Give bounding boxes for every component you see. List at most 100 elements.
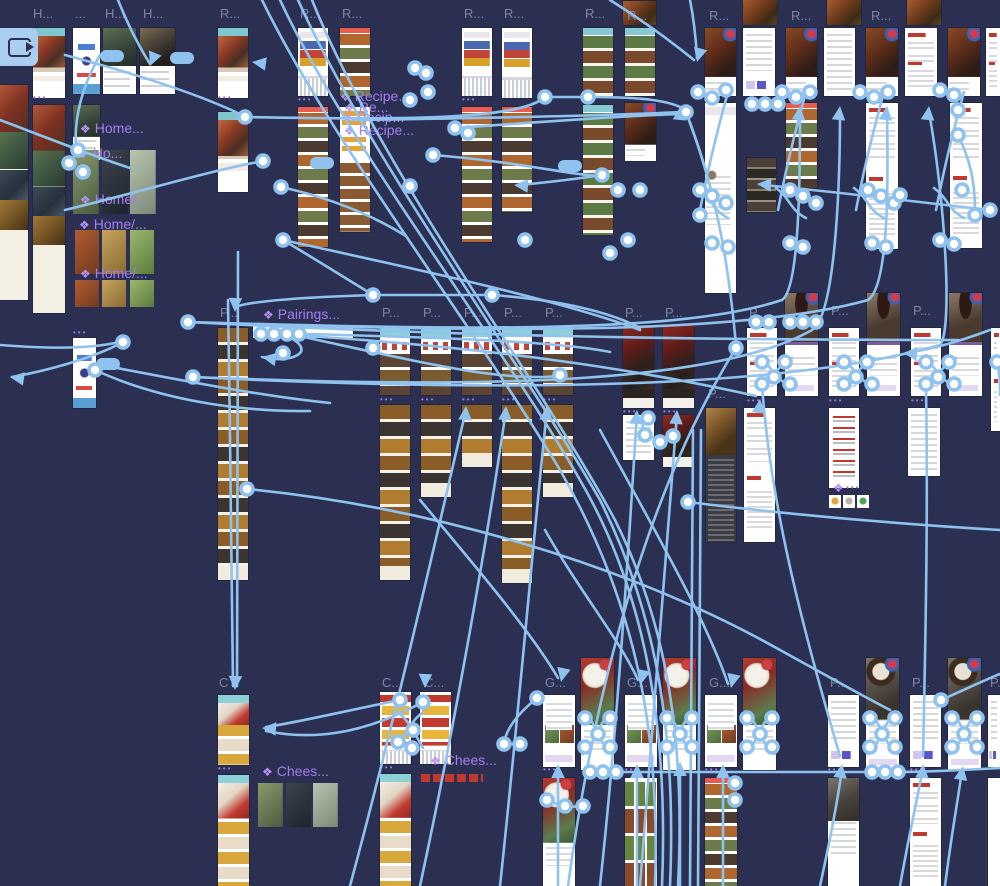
- frame-name-label[interactable]: R...: [709, 8, 730, 23]
- connection-node[interactable]: [610, 182, 626, 198]
- prototype-frame-cheesefeed[interactable]: [380, 774, 411, 886]
- flow-start-label[interactable]: ❖Ho...: [78, 145, 122, 161]
- frame-name-label[interactable]: P...: [912, 675, 930, 690]
- connection-node[interactable]: [115, 334, 131, 350]
- prototype-frame-feedtall[interactable]: [33, 105, 65, 313]
- connection-node[interactable]: [620, 232, 636, 248]
- prototype-frame-collage3b[interactable]: [75, 230, 154, 274]
- prototype-frame-textred[interactable]: [986, 28, 1000, 96]
- connection-node[interactable]: [365, 340, 381, 356]
- connection-node[interactable]: [447, 120, 463, 136]
- prototype-frame-listtall[interactable]: [380, 405, 410, 580]
- flow-start-marker[interactable]: [0, 28, 38, 66]
- prototype-frame-home[interactable]: [218, 112, 248, 192]
- prototype-frame-textbtn[interactable]: [828, 695, 859, 767]
- frame-name-label[interactable]: P...: [423, 305, 441, 320]
- connection-node[interactable]: [757, 96, 773, 112]
- frame-name-label[interactable]: R...: [464, 6, 485, 21]
- connection-node[interactable]: [728, 340, 744, 356]
- prototype-frame-photo[interactable]: [743, 0, 777, 25]
- frame-name-label[interactable]: H...: [143, 6, 164, 21]
- prototype-frame-textgray[interactable]: [623, 415, 654, 460]
- connection-node[interactable]: [782, 235, 798, 251]
- frame-name-label[interactable]: P...: [545, 305, 563, 320]
- prototype-frame-textred[interactable]: [744, 408, 775, 542]
- prototype-frame-pairhome[interactable]: [543, 328, 573, 395]
- connection-node[interactable]: [795, 239, 811, 255]
- frame-name-label[interactable]: P...: [665, 305, 683, 320]
- connection-node[interactable]: [529, 690, 545, 706]
- frame-name-label[interactable]: P...: [464, 305, 482, 320]
- connection-node[interactable]: [275, 232, 291, 248]
- prototype-frame-textred[interactable]: [747, 328, 777, 396]
- prototype-frame-listtall[interactable]: [543, 405, 573, 497]
- connection-node[interactable]: [407, 60, 423, 76]
- connection-node[interactable]: [602, 245, 618, 261]
- prototype-frame-pairhome[interactable]: [462, 328, 492, 395]
- prototype-frame-mozztext[interactable]: [543, 695, 575, 767]
- prototype-frame-listwhite[interactable]: [462, 107, 492, 242]
- connection-node[interactable]: [255, 153, 271, 169]
- prototype-frame-home[interactable]: [218, 28, 248, 98]
- frame-name-label[interactable]: R...: [300, 6, 321, 21]
- prototype-frame-mozzhero[interactable]: [581, 658, 614, 770]
- prototype-frame-teadark[interactable]: [623, 325, 654, 408]
- connection-node[interactable]: [180, 314, 196, 330]
- prototype-frame-chipsrow[interactable]: [421, 774, 483, 782]
- prototype-frame-textbtn[interactable]: [988, 695, 1000, 767]
- prototype-frame-home[interactable]: [33, 28, 65, 98]
- connection-node[interactable]: [185, 369, 201, 385]
- prototype-frame-listwhite[interactable]: [705, 778, 737, 886]
- flow-start-label[interactable]: ❖: [833, 479, 848, 495]
- frame-name-label[interactable]: P...: [830, 675, 848, 690]
- frame-name-label[interactable]: P...: [913, 303, 931, 318]
- prototype-frame-listwhite[interactable]: [298, 107, 328, 247]
- connection-node[interactable]: [418, 65, 434, 81]
- prototype-frame-mozzhero[interactable]: [543, 778, 575, 886]
- connection-node[interactable]: [402, 178, 418, 194]
- frame-name-label[interactable]: P...: [708, 386, 726, 401]
- prototype-frame-listtall[interactable]: [502, 405, 532, 583]
- prototype-frame-breaddark[interactable]: [706, 408, 736, 542]
- flow-start-label[interactable]: ❖Home/...: [80, 191, 148, 207]
- prototype-frame-textred[interactable]: [905, 28, 937, 96]
- frame-name-label[interactable]: C: [219, 675, 229, 690]
- prototype-frame-searchkb[interactable]: [502, 28, 532, 98]
- prototype-frame-chochero[interactable]: [867, 293, 900, 396]
- prototype-frame-collage3[interactable]: [258, 783, 338, 827]
- connection-node[interactable]: [982, 202, 998, 218]
- prototype-frame-listphotos[interactable]: [625, 28, 655, 96]
- frame-name-label[interactable]: R...: [585, 6, 606, 21]
- connection-node[interactable]: [808, 195, 824, 211]
- flow-start-label[interactable]: ❖Home/...: [79, 216, 147, 232]
- prototype-frame-platehero[interactable]: [948, 658, 981, 770]
- prototype-frame-teadark[interactable]: [663, 325, 694, 408]
- prototype-frame-pairhome[interactable]: [380, 328, 410, 395]
- prototype-frame-listwhite[interactable]: [786, 103, 817, 188]
- connection-node[interactable]: [517, 232, 533, 248]
- prototype-frame-gridgreen[interactable]: [625, 778, 657, 886]
- frame-name-label[interactable]: C...: [382, 675, 403, 690]
- frame-name-label[interactable]: P...: [990, 675, 1000, 690]
- connection-node[interactable]: [275, 345, 291, 361]
- prototype-frame-platehero[interactable]: [866, 658, 899, 770]
- prototype-frame-blank[interactable]: [988, 778, 1000, 886]
- frame-name-label[interactable]: G...: [627, 675, 648, 690]
- frame-name-label[interactable]: H...: [33, 6, 54, 21]
- connection-node[interactable]: [678, 104, 694, 120]
- prototype-frame-textgray[interactable]: [908, 408, 940, 476]
- connection-pill-handle[interactable]: [558, 160, 582, 172]
- connection-node[interactable]: [690, 84, 706, 100]
- prototype-frame-textred[interactable]: [950, 103, 982, 248]
- prototype-frame-login[interactable]: [73, 28, 100, 94]
- prototype-frame-textred[interactable]: [910, 778, 941, 886]
- connection-node[interactable]: [365, 287, 381, 303]
- connection-node[interactable]: [496, 736, 512, 752]
- prototype-frame-pairhome[interactable]: [421, 328, 451, 395]
- prototype-frame-listtall[interactable]: [462, 405, 492, 467]
- connection-node[interactable]: [795, 188, 811, 204]
- prototype-frame-heroD[interactable]: [948, 28, 980, 96]
- frame-name-label[interactable]: C...: [424, 675, 445, 690]
- prototype-frame-mozzhero[interactable]: [743, 658, 776, 770]
- prototype-frame-textred[interactable]: [829, 328, 859, 396]
